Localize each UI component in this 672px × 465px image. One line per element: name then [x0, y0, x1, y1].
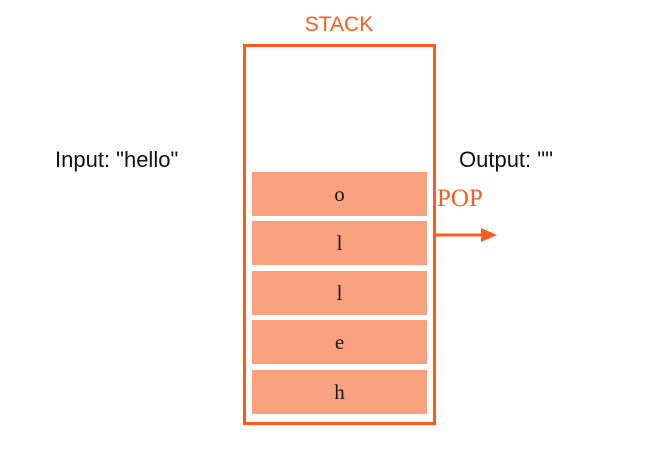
stack-cell: e [252, 320, 427, 364]
input-label: Input: "hello" [55, 147, 179, 172]
stack-cell-bottom: h [252, 370, 427, 414]
stack-cell-label: e [334, 329, 345, 354]
stack-cell-label: l [336, 280, 343, 305]
stack-cell: l [252, 271, 427, 315]
output-label: Output: "" [459, 147, 553, 172]
pop-arrow-icon [433, 228, 497, 242]
stack-cell-label: h [334, 379, 345, 404]
stack-title: STACK [304, 13, 374, 36]
pop-operation-label: POP [437, 185, 483, 212]
stack-cell-top: o [252, 172, 427, 216]
stack-cell-label: o [334, 181, 345, 206]
stack-cell-label: l [336, 230, 343, 255]
stack-cell: l [252, 221, 427, 265]
